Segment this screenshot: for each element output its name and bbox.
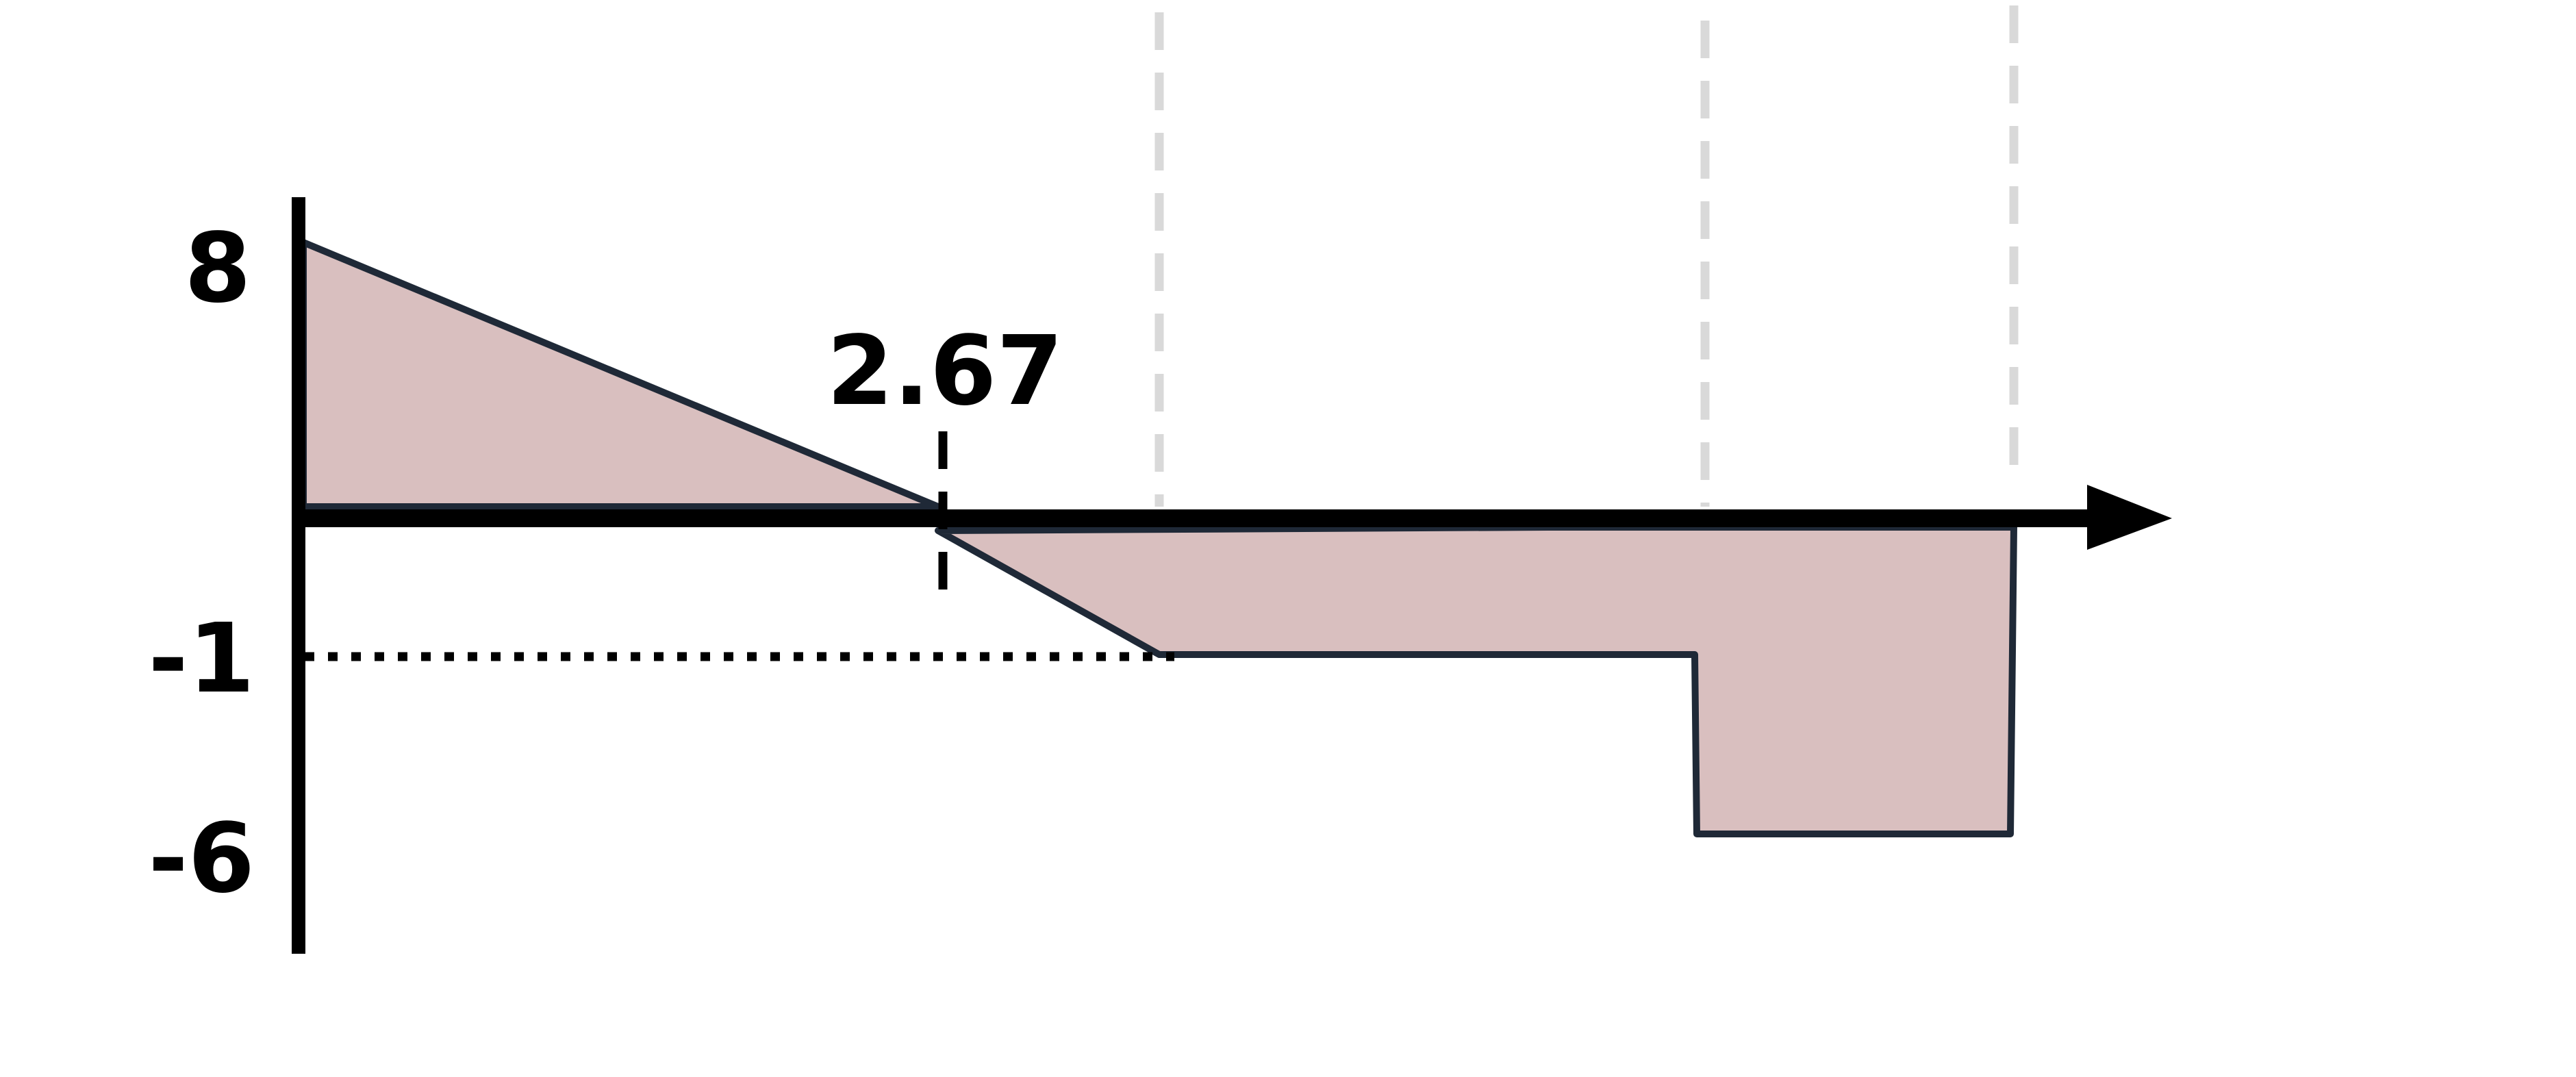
y-max-label: 8 (184, 213, 251, 325)
y-min-label: -6 (148, 803, 255, 915)
x-axis-arrowhead (2087, 485, 2172, 550)
negative-shear-region (935, 524, 2017, 837)
zero-crossing-label: 2.67 (826, 316, 1063, 427)
y-mid-label: -1 (148, 603, 255, 715)
